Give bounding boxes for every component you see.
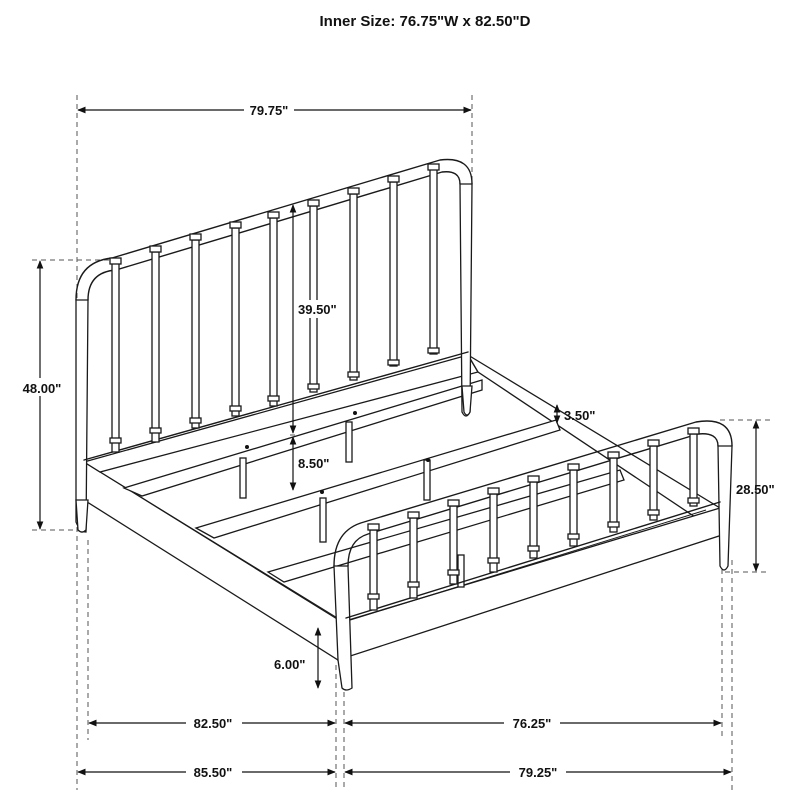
headboard xyxy=(75,158,473,533)
headboard-height-label: 48.00" xyxy=(23,381,62,396)
overall-width-label: 79.25" xyxy=(519,765,558,780)
spindle-height-label: 39.50" xyxy=(298,302,337,317)
headboard-spindles xyxy=(109,163,440,453)
overall-length-label: 85.50" xyxy=(194,765,233,780)
bed-frame xyxy=(82,354,723,662)
bed-illustration xyxy=(32,95,770,790)
inner-length-label: 82.50" xyxy=(194,716,233,731)
extension-lines xyxy=(32,95,770,790)
clearance-label: 8.50" xyxy=(298,456,329,471)
inner-size-title: Inner Size: 76.75"W x 82.50"D xyxy=(320,13,531,30)
headboard-width-label: 79.75" xyxy=(250,103,289,118)
slat-offset-label: 3.50" xyxy=(564,408,595,423)
leg-height-label: 6.00" xyxy=(274,657,305,672)
footboard xyxy=(333,420,733,691)
dimension-labels: 79.75" 48.00" 39.50" 8.50" 3.50" 28.50" … xyxy=(14,100,775,781)
footboard-spindles xyxy=(367,427,700,611)
inner-width-label: 76.25" xyxy=(513,716,552,731)
footboard-height-label: 28.50" xyxy=(736,482,775,497)
